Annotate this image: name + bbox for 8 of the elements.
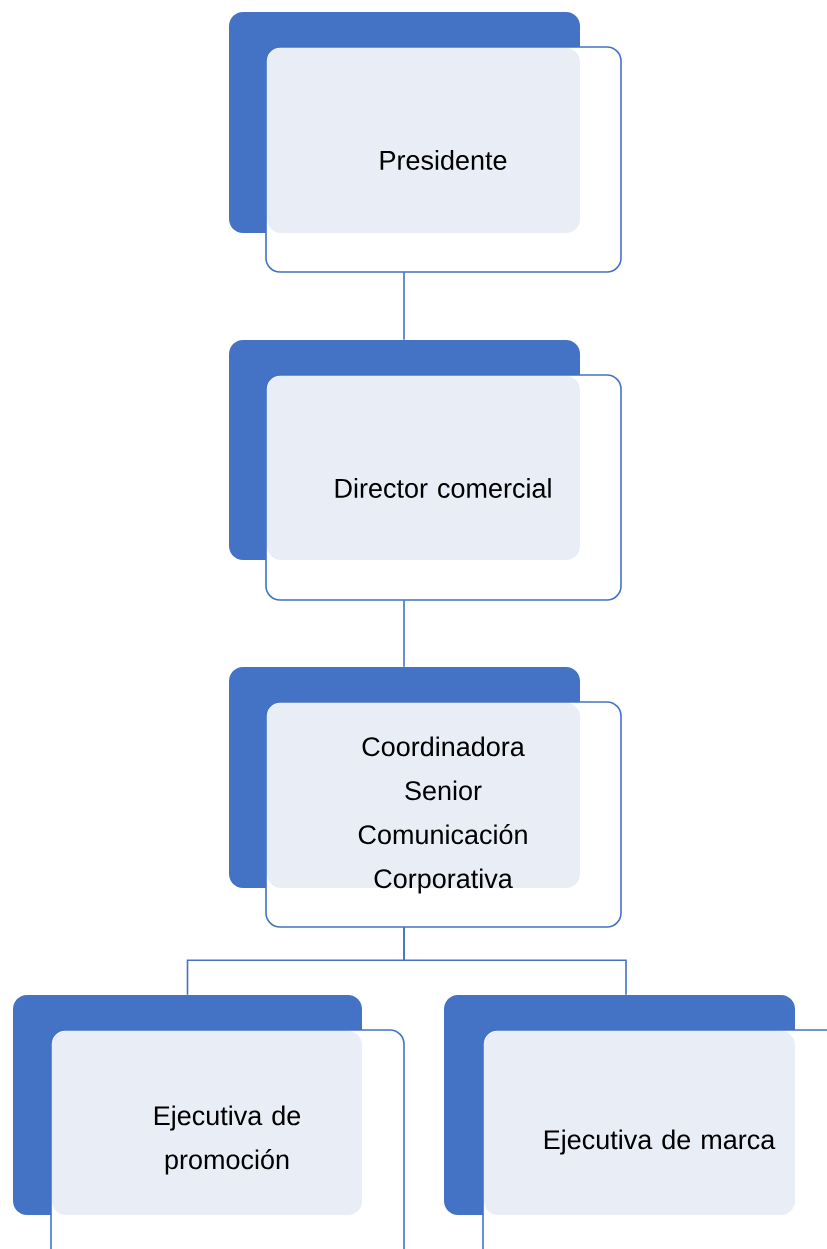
org-card: Coordinadora Senior Comunicación Corporativa (229, 667, 622, 928)
org-card: Ejecutiva de promoción (13, 995, 405, 1249)
connector-line (403, 926, 627, 996)
org-card: Director comercial (229, 340, 622, 601)
org-card: Ejecutiva de marca (444, 995, 827, 1249)
org-card: Presidente (229, 12, 622, 273)
connector-line (403, 271, 405, 341)
connector-line (403, 599, 405, 668)
